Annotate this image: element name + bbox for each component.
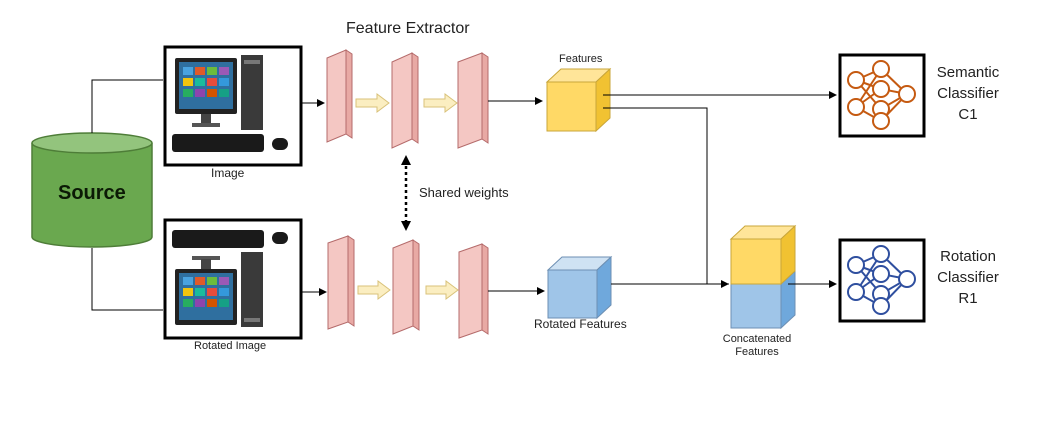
source-connectors: [91, 79, 163, 311]
semantic-line-2: Classifier: [937, 85, 999, 102]
rotation-line-3: R1: [958, 290, 978, 307]
rotation-classifier-label: Rotation Classifier R1: [928, 246, 1008, 309]
concatenated-features-cube: [729, 224, 797, 330]
features-to-concat-line: [603, 107, 729, 285]
rotated-features-cube: [546, 255, 613, 320]
rotation-line-1: Rotation: [940, 248, 996, 265]
extractor-flow-arrows-top: [355, 93, 458, 113]
concatenated-line-2: Features: [735, 345, 779, 358]
concatenated-features-label: Concatenated Features: [712, 333, 802, 358]
features-label: Features: [559, 53, 603, 65]
rotated-features-label: Rotated Features: [534, 317, 627, 331]
semantic-classifier-label: Semantic Classifier C1: [928, 62, 1008, 125]
semantic-line-1: Semantic: [936, 64, 1000, 81]
image-frame: [163, 45, 303, 167]
concatenated-line-1: Concatenated: [722, 333, 792, 345]
image-label: Image: [211, 166, 245, 180]
rotation-line-2: Classifier: [937, 269, 999, 286]
semantic-line-3: C1: [958, 106, 978, 123]
features-cube: [545, 67, 612, 133]
rotation-classifier-box: [838, 238, 926, 323]
shared-weights-label: Shared weights: [419, 185, 509, 200]
source-label: Source: [58, 182, 126, 204]
rotated-image-label: Rotated Image: [194, 340, 267, 352]
rotated-image-frame: [163, 218, 303, 340]
extractor-flow-arrows-bottom: [357, 280, 459, 300]
feature-extractor-bottom: [327, 235, 489, 339]
feature-extractor-title: Feature Extractor: [346, 20, 470, 37]
semantic-classifier-box: [838, 53, 926, 138]
feature-extractor-top: [326, 49, 489, 149]
